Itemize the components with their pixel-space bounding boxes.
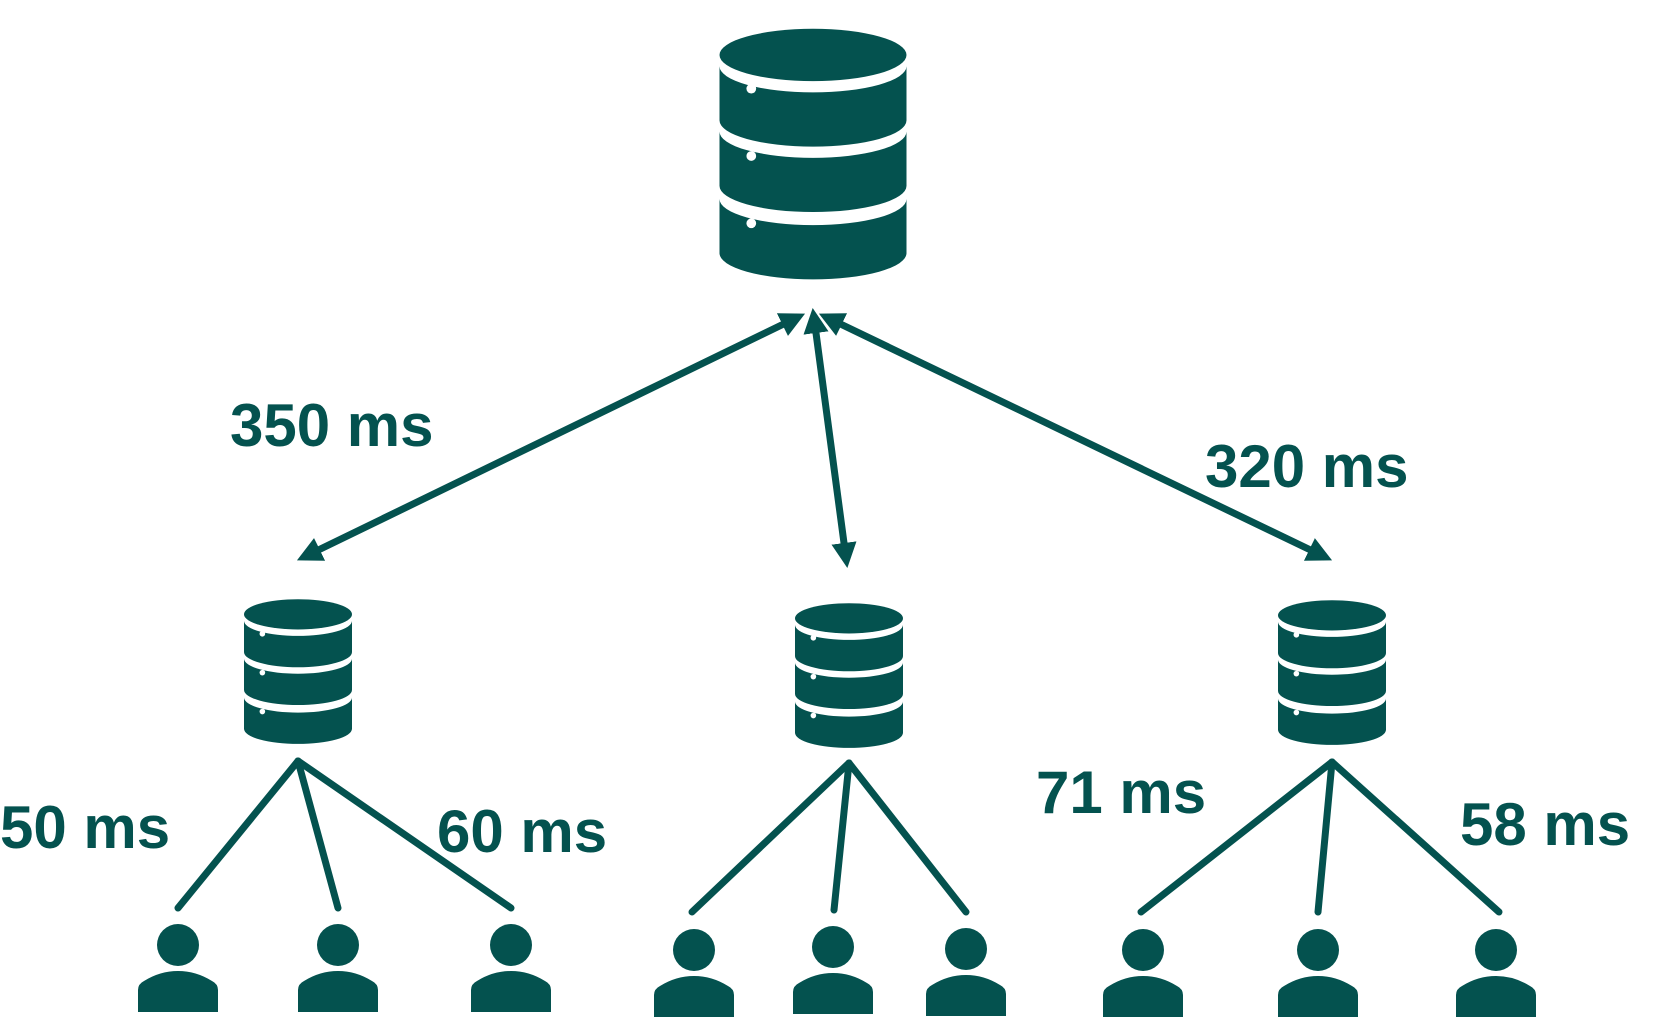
user-icon	[1456, 929, 1536, 1017]
link-central-right	[818, 313, 1333, 561]
user-icon	[1103, 929, 1183, 1017]
regional-database-icon-right	[1278, 600, 1386, 745]
link-right-user-2	[1314, 758, 1336, 916]
link-middle-user-1	[688, 759, 853, 916]
link-right-user-3	[1328, 758, 1503, 916]
link-left-user-3	[294, 757, 515, 912]
user-icon	[793, 926, 873, 1014]
link-right-user-1	[1137, 758, 1336, 916]
link-left-user-1	[174, 757, 302, 912]
latency-label-right-user-3: 58 ms	[1460, 791, 1630, 858]
latency-label-central-right: 320 ms	[1205, 433, 1409, 500]
user-icon	[1278, 929, 1358, 1017]
user-icon	[138, 924, 218, 1012]
latency-label-left-user-3: 60 ms	[437, 798, 607, 865]
central-database-icon	[719, 28, 907, 280]
user-icon	[654, 929, 734, 1017]
link-middle-user-2	[830, 759, 853, 914]
regional-database-icon-middle	[795, 603, 903, 748]
link-central-middle	[803, 308, 857, 568]
latency-label-central-left: 350 ms	[230, 392, 434, 459]
user-icon	[471, 924, 551, 1012]
user-icon	[298, 924, 378, 1012]
regional-database-icon-left	[244, 599, 352, 744]
latency-label-left-user-1: 50 ms	[0, 794, 170, 861]
latency-label-right-user-1: 71 ms	[1036, 759, 1206, 826]
link-middle-user-3	[845, 759, 970, 916]
user-icon	[926, 928, 1006, 1016]
link-left-user-2	[294, 757, 342, 912]
link-central-left	[296, 313, 806, 561]
